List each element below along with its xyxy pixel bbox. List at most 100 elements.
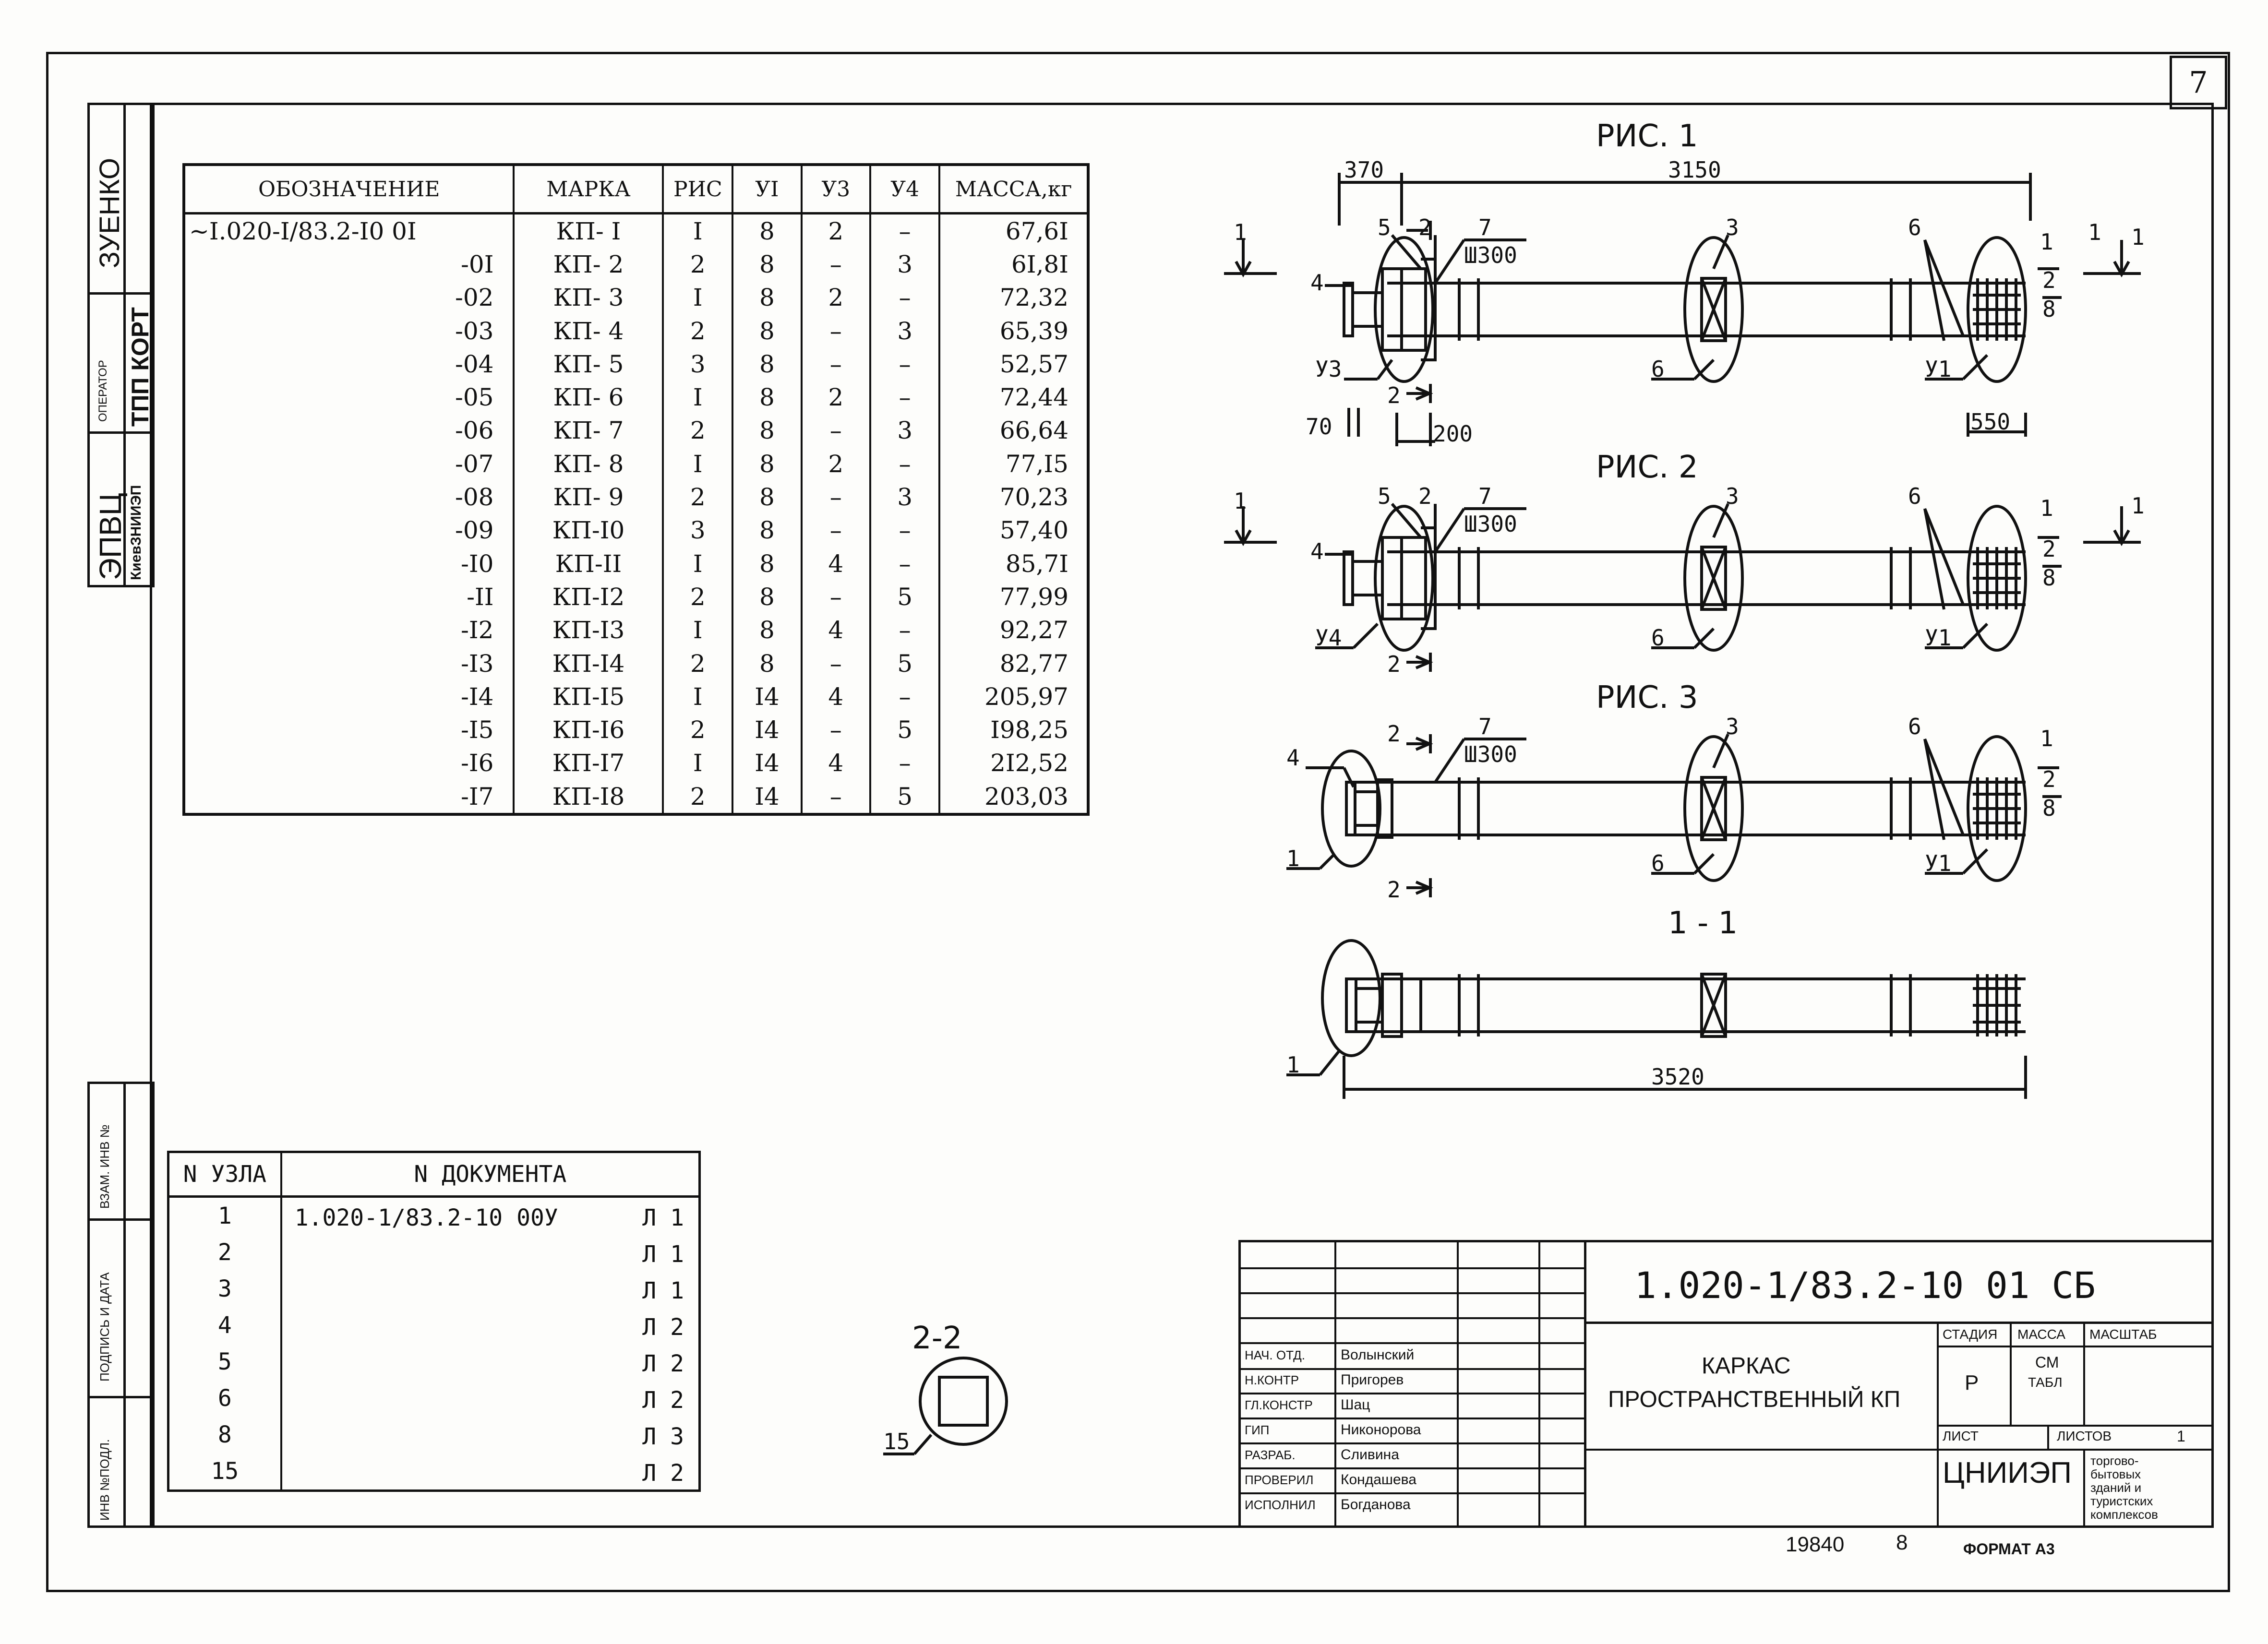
spec-cell: ~I.020-I/83.2-I0 0I: [189, 217, 417, 245]
sheet-number: 7: [2170, 56, 2227, 109]
spec-cell: 66,64: [938, 414, 1088, 448]
node-document-sheet: Л 3: [642, 1423, 684, 1450]
sheet-label: ЛИСТ: [1943, 1429, 1979, 1443]
spec-cell: -0I: [461, 250, 494, 278]
spec-cell: КП- 5: [513, 347, 663, 381]
spec-cell: 8: [732, 414, 802, 448]
spec-cell: 52,57: [938, 347, 1088, 381]
fig1-label-2: 2: [1418, 214, 1432, 240]
table-row: 8 Л 3: [168, 1417, 700, 1453]
spec-cell: 3: [662, 347, 733, 381]
spec-cell: 2: [662, 414, 733, 448]
node-document-sheet: Л 2: [642, 1387, 684, 1414]
spec-cell: 8: [732, 347, 802, 381]
spec-cell: 82,77: [938, 646, 1088, 680]
node-document: Л 2: [280, 1453, 700, 1491]
role-label: ГИП: [1245, 1423, 1270, 1437]
org-desc-3: зданий и: [2090, 1480, 2142, 1495]
spec-cell: –: [800, 248, 870, 281]
node-number: 1: [217, 1203, 232, 1229]
spec-cell: КП- 7: [513, 414, 663, 448]
node-number: 2: [217, 1239, 232, 1266]
spec-cell: 77,99: [938, 580, 1088, 614]
spec-cell: 3: [869, 248, 940, 281]
spec-cell: КП-I3: [513, 613, 663, 647]
spec-cell: -02: [455, 284, 494, 312]
spec-cell: 8: [732, 447, 802, 481]
node-document: Л 2: [280, 1380, 700, 1417]
fig1-label-1r: 1: [2040, 229, 2053, 255]
spec-cell: 5: [869, 780, 940, 815]
spec-cell: 2: [662, 646, 733, 680]
fig3-label-8r: 8: [2042, 795, 2056, 821]
spec-header: РИС: [662, 165, 733, 214]
fig3-label-6b: 6: [1651, 850, 1665, 876]
fig3-label-2r: 2: [2042, 766, 2056, 792]
spec-cell: 203,03: [938, 780, 1088, 815]
doc-code: 1.020-1/83.2-10 01 СБ: [1634, 1264, 2096, 1307]
node-number: 8: [217, 1421, 232, 1448]
spec-cell: КП-I0: [513, 513, 663, 547]
spec-cell: КП-I8: [513, 780, 663, 815]
fig2-section-mark-left: 1: [1234, 488, 1247, 514]
spec-cell: 2: [662, 713, 733, 747]
spec-cell: 8: [732, 248, 802, 281]
spec-cell: –: [869, 513, 940, 547]
stage-value: Р: [1965, 1371, 1979, 1394]
spec-cell: КП- 4: [513, 314, 663, 348]
spec-cell: -08: [455, 483, 494, 512]
fig3-drawing: [1286, 733, 2062, 897]
title-line-1: КАРКАС: [1702, 1353, 1791, 1379]
role-name: Шац: [1341, 1397, 1370, 1413]
role-label: ГЛ.КОНСТР: [1245, 1398, 1313, 1412]
spec-cell: I: [662, 381, 733, 414]
node-number: 5: [217, 1348, 232, 1375]
section-1-1-title: 1 - 1: [1668, 905, 1738, 941]
fig3-label-1: 1: [1286, 846, 1300, 871]
fig3-title: РИС. 3: [1596, 680, 1698, 715]
spec-cell: I: [662, 746, 733, 780]
node-number: 4: [217, 1312, 232, 1339]
spec-cell: 77,I5: [938, 447, 1088, 481]
fig2-label-8r: 8: [2042, 565, 2056, 591]
fig2-label-2b: 2: [1387, 651, 1401, 677]
spec-cell: –: [869, 680, 940, 714]
spec-header: МАРКА: [513, 165, 663, 214]
node-document-sheet: Л 2: [642, 1460, 684, 1487]
spec-cell: –: [800, 713, 870, 747]
spec-cell: I: [662, 613, 733, 647]
spec-cell: 4: [800, 613, 870, 647]
spec-cell: –: [869, 447, 940, 481]
spec-cell: –: [800, 646, 870, 680]
fig2-section-mark-right: 1: [2131, 493, 2145, 519]
spec-cell: I: [662, 447, 733, 481]
spec-cell: -04: [455, 350, 494, 378]
spec-header: У3: [800, 165, 870, 214]
fig1-section-mark-left: 1: [1234, 219, 1247, 245]
spec-cell: 57,40: [938, 513, 1088, 547]
spec-header: ОБОЗНАЧЕНИЕ: [184, 165, 514, 214]
fig3-label-7: 7: [1478, 714, 1492, 739]
section-2-2-drawing: [883, 1357, 1008, 1455]
spec-table: ОБОЗНАЧЕНИЕ МАРКА РИС УI У3 У4 МАССА,кг …: [182, 163, 1090, 816]
spec-cell: –: [869, 347, 940, 381]
dim-3150: 3150: [1668, 157, 1721, 183]
spec-cell: 8: [732, 580, 802, 614]
fig2-label-4: 4: [1310, 538, 1324, 564]
spec-header: МАССА,кг: [938, 165, 1088, 214]
fig1-title: РИС. 1: [1596, 119, 1698, 154]
section22-label-15: 15: [883, 1429, 910, 1454]
fig2-label-6b: 6: [1651, 625, 1665, 651]
spec-cell: 8: [732, 213, 802, 248]
fig2-label-u1: У1: [1925, 625, 1951, 651]
